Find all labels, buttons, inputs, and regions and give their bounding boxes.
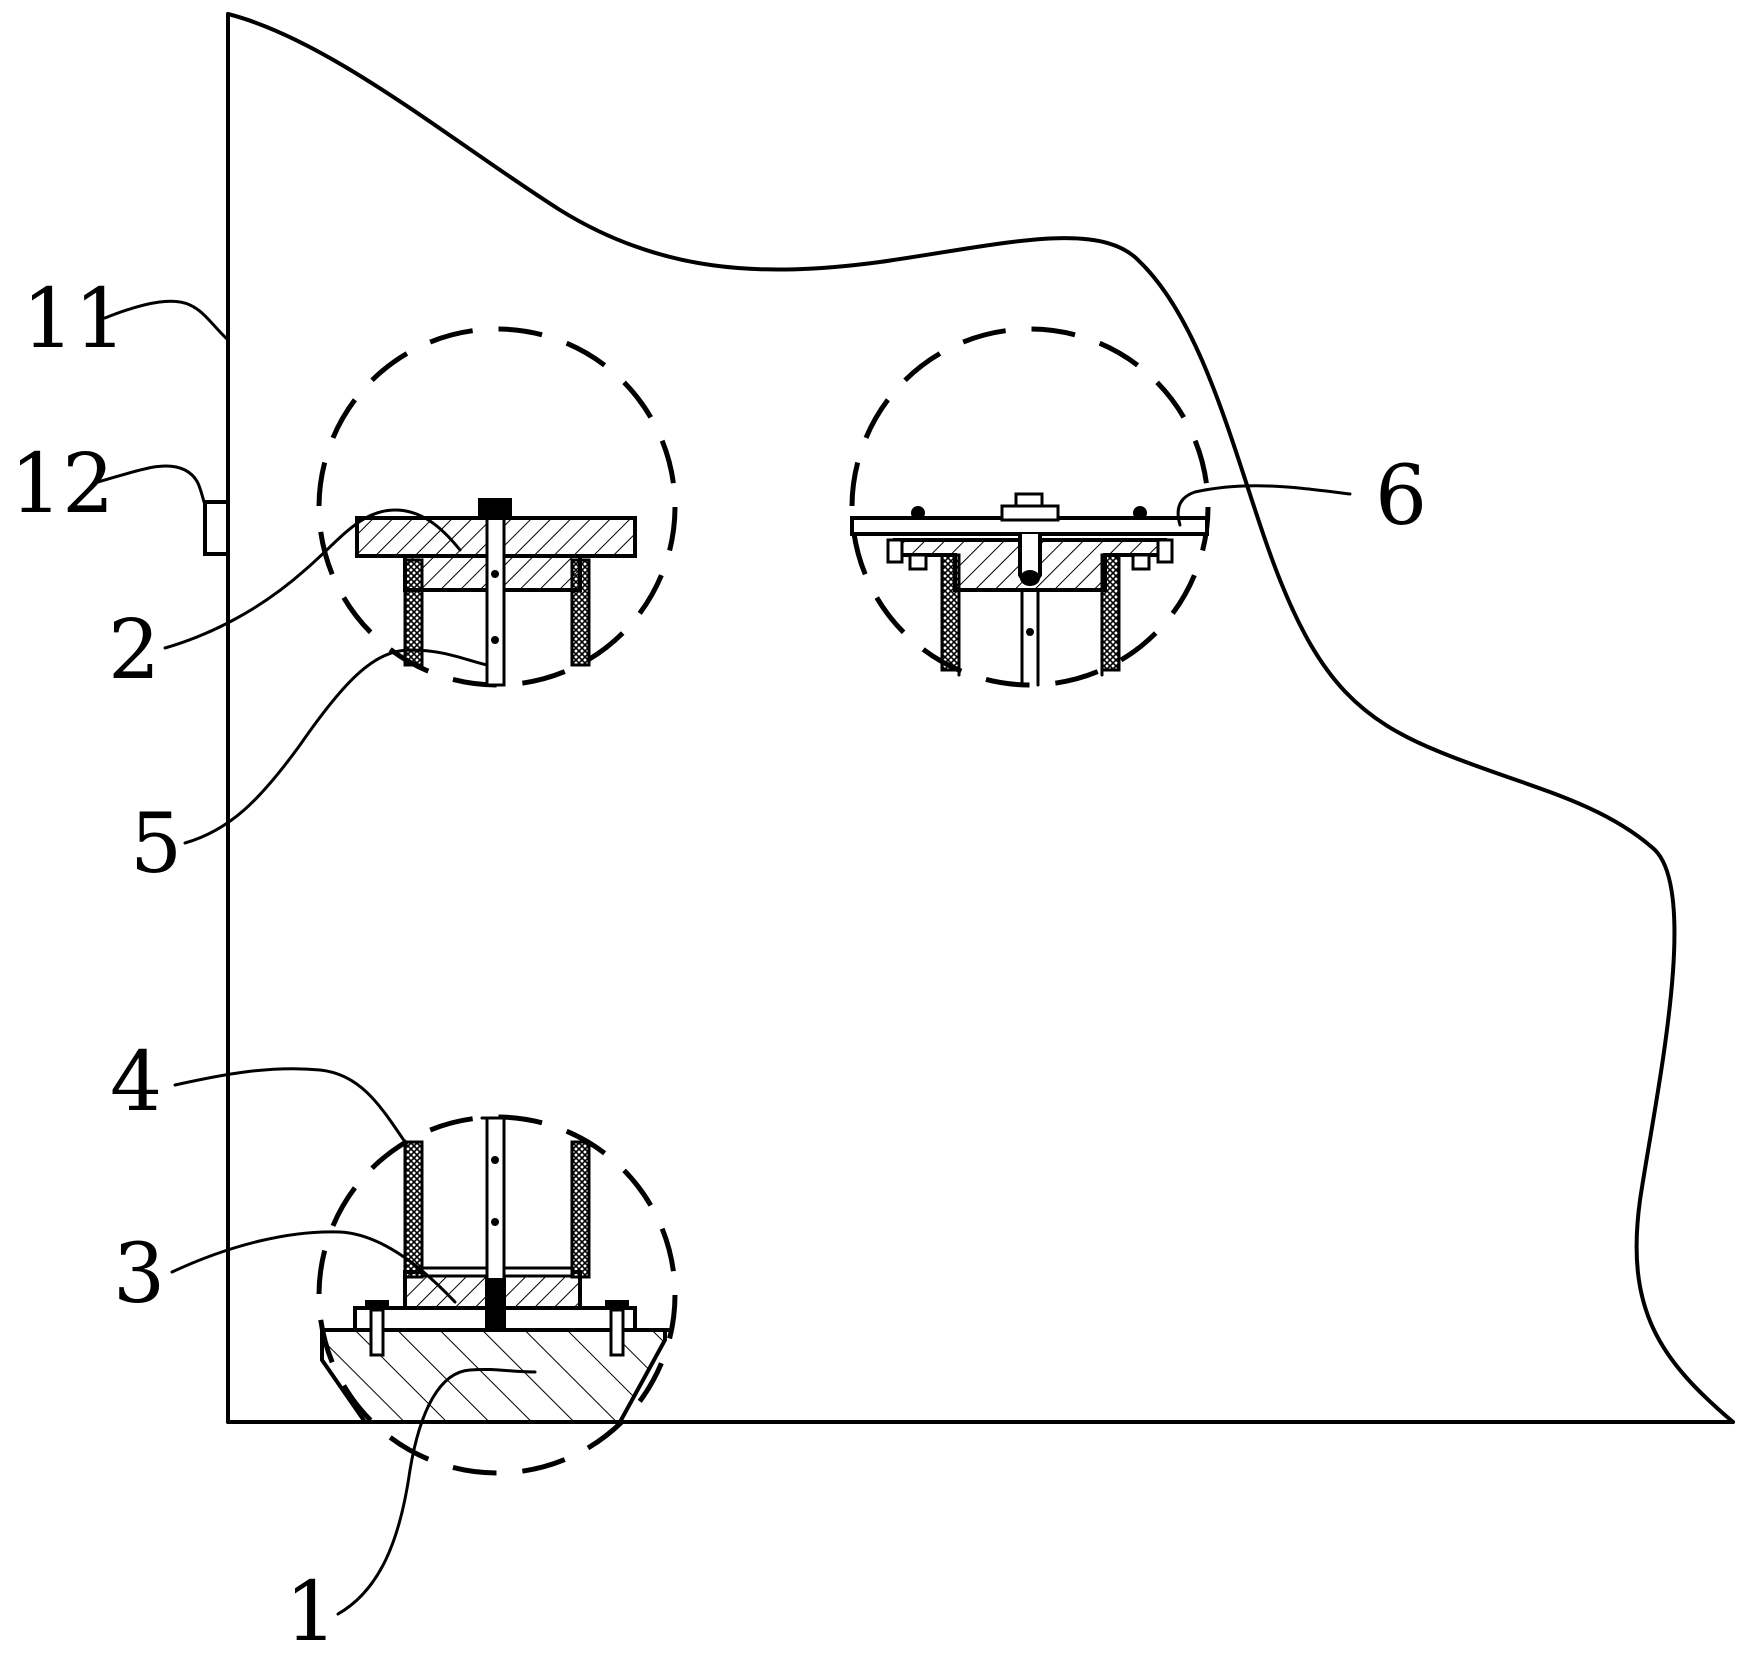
label-6: 6 <box>1375 449 1427 544</box>
label-1: 1 <box>285 1565 337 1654</box>
part-12-box <box>203 500 230 556</box>
detail-lower <box>316 1114 678 1476</box>
detail-upper-left <box>316 326 678 688</box>
label-5: 5 <box>130 797 182 892</box>
label-4: 4 <box>110 1035 162 1130</box>
leader-lines <box>96 299 1352 1616</box>
label-11: 11 <box>22 272 126 367</box>
label-12: 12 <box>10 437 114 532</box>
housing-outline <box>226 12 1735 1424</box>
label-3: 3 <box>113 1227 165 1322</box>
reference-labels: 11 12 2 5 6 4 3 1 <box>10 272 1427 1654</box>
detail-upper-right <box>849 326 1211 688</box>
label-2: 2 <box>108 603 160 698</box>
